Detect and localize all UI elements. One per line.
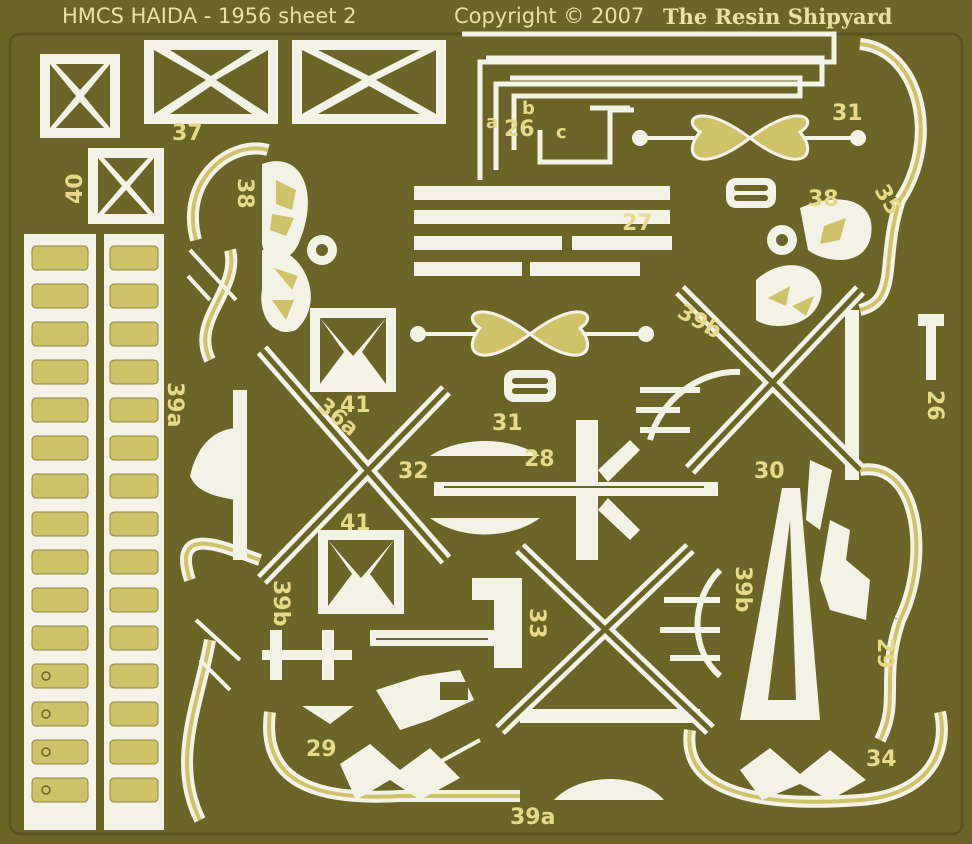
label-33: 33 bbox=[524, 608, 549, 639]
label-26abc-b: b bbox=[522, 98, 535, 119]
fret-title: HMCS HAIDA - 1956 sheet 2 bbox=[62, 4, 357, 28]
label-26: 26 bbox=[922, 390, 947, 421]
label-26abc-c: c bbox=[556, 122, 567, 143]
label-41-top: 41 bbox=[340, 393, 371, 418]
label-29-right: 29 bbox=[872, 638, 897, 669]
part-37-frames bbox=[144, 40, 446, 124]
label-28: 28 bbox=[524, 447, 555, 472]
part-labels: 37 40 38 38 35 31 31 27 26 b a 26 c 39a … bbox=[63, 98, 947, 830]
part-27-strips bbox=[414, 186, 672, 276]
part-26 bbox=[918, 314, 944, 380]
part-30 bbox=[740, 460, 832, 720]
part-39b-shapes bbox=[636, 368, 741, 679]
fret-header: HMCS HAIDA - 1956 sheet 2 Copyright © 20… bbox=[0, 2, 972, 30]
label-26abc-a: a bbox=[486, 112, 498, 133]
label-34: 34 bbox=[866, 747, 897, 772]
part-40-frames bbox=[40, 54, 164, 224]
part-29a bbox=[302, 670, 474, 730]
part-38-racks bbox=[261, 161, 872, 332]
label-31-mid: 31 bbox=[492, 411, 523, 436]
part-29b bbox=[820, 520, 870, 620]
part-33-bracket bbox=[370, 578, 522, 668]
label-39b-left: 39b bbox=[268, 580, 293, 626]
label-31-top: 31 bbox=[832, 101, 863, 126]
label-40: 40 bbox=[63, 173, 88, 204]
part-34 bbox=[340, 744, 866, 800]
label-30: 30 bbox=[754, 459, 785, 484]
part-26abc-rails bbox=[462, 31, 837, 180]
part-curved-railings bbox=[180, 38, 948, 823]
part-left-ladders bbox=[24, 234, 164, 830]
sprue-gaps bbox=[186, 248, 481, 766]
label-29-left: 29 bbox=[306, 737, 337, 762]
label-27: 27 bbox=[622, 211, 653, 236]
label-38-left: 38 bbox=[232, 178, 257, 209]
label-41-bottom: 41 bbox=[340, 511, 371, 536]
label-26abc-num: 26 bbox=[504, 117, 535, 142]
label-39a-side: 39a bbox=[162, 382, 187, 427]
label-32: 32 bbox=[398, 459, 429, 484]
part-32-arcs bbox=[430, 441, 540, 535]
part-x-braces-inner bbox=[260, 288, 862, 732]
part-36b bbox=[262, 630, 352, 680]
label-38-right: 38 bbox=[808, 187, 839, 212]
fret-maker: The Resin Shipyard bbox=[663, 4, 893, 29]
label-39b-right: 39b bbox=[730, 566, 755, 612]
part-31-propellers bbox=[410, 114, 866, 402]
part-39a bbox=[190, 428, 664, 800]
label-39a-bottom: 39a bbox=[510, 805, 555, 830]
label-37: 37 bbox=[172, 121, 203, 146]
fret-copyright: Copyright © 2007 bbox=[454, 4, 645, 28]
part-41-frames bbox=[310, 308, 404, 614]
part-28-mast bbox=[434, 420, 718, 560]
